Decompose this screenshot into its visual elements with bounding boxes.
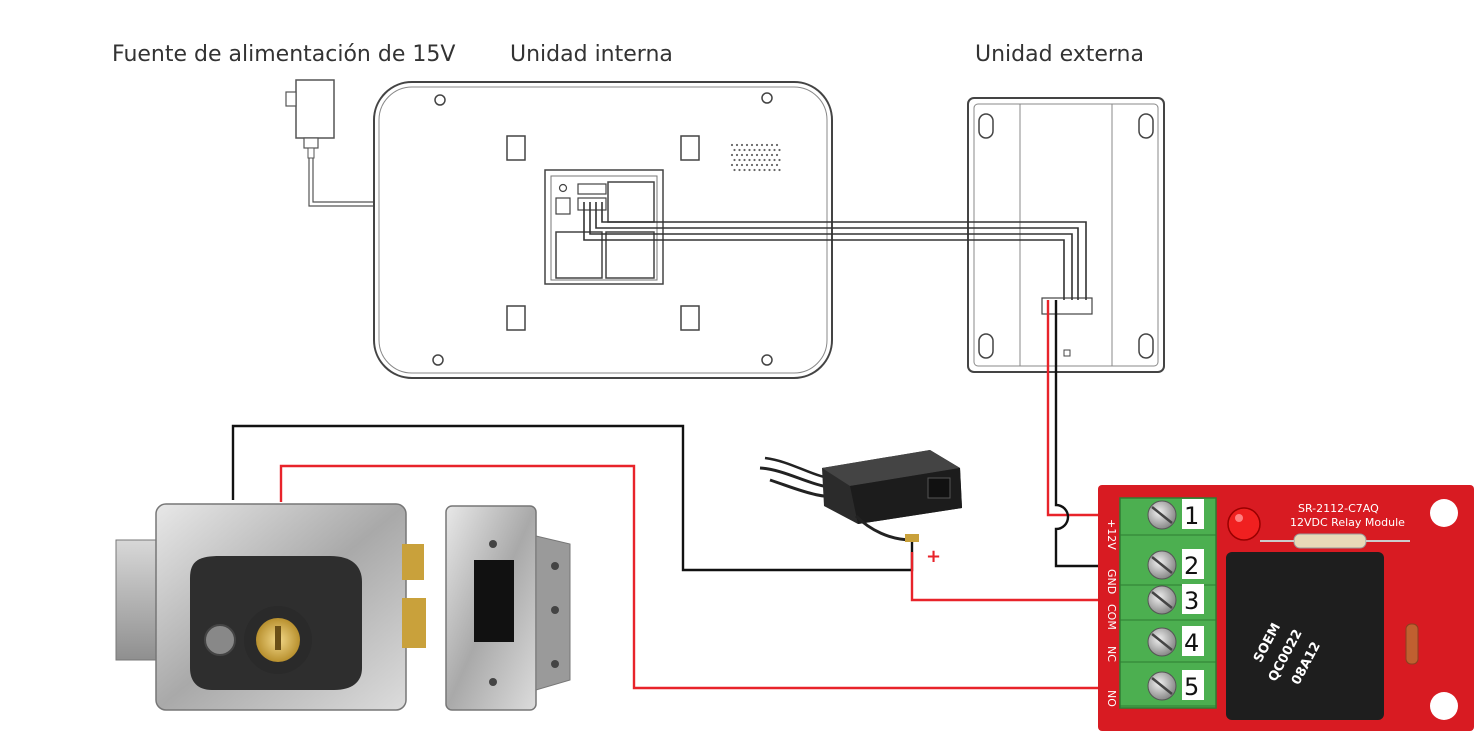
terminal-pin-label: NC bbox=[1105, 646, 1118, 662]
power-adapter bbox=[759, 450, 962, 542]
terminal-number: 1 bbox=[1184, 502, 1199, 530]
terminal-3: COM 3 bbox=[1105, 584, 1216, 630]
internal-unit-label: Unidad interna bbox=[510, 42, 673, 67]
terminal-5: NO 5 bbox=[1105, 670, 1216, 707]
relay-module: SR-2112-C7AQ 12VDC Relay Module SOEM QC0… bbox=[1098, 485, 1474, 731]
terminal-2: GND 2 bbox=[1105, 549, 1216, 594]
board-model-label: SR-2112-C7AQ bbox=[1298, 502, 1379, 515]
terminal-pin-label: NO bbox=[1105, 690, 1118, 707]
terminal-number: 5 bbox=[1184, 673, 1199, 701]
terminal-number: 2 bbox=[1184, 552, 1199, 580]
board-desc-label: 12VDC Relay Module bbox=[1290, 516, 1405, 529]
terminal-pin-label: +12V bbox=[1105, 519, 1118, 550]
electric-lock bbox=[115, 503, 426, 711]
terminal-number: 4 bbox=[1184, 629, 1199, 657]
external-unit bbox=[967, 97, 1165, 373]
speaker-grille bbox=[730, 143, 781, 172]
terminal-pin-label: GND bbox=[1105, 569, 1118, 594]
external-unit-label: Unidad externa bbox=[975, 42, 1144, 67]
terminal-pin-label: COM bbox=[1105, 604, 1118, 630]
internal-unit bbox=[373, 81, 833, 379]
strike-plate bbox=[445, 505, 571, 711]
terminal-4: NC 4 bbox=[1105, 626, 1216, 663]
adapter-plus-label: + bbox=[926, 546, 941, 567]
terminal-number: 3 bbox=[1184, 587, 1199, 615]
power-supply-label: Fuente de alimentación de 15V bbox=[112, 42, 456, 67]
small-power-supply bbox=[285, 79, 335, 159]
intercom-cable bbox=[583, 202, 1087, 300]
terminal-1: +12V 1 bbox=[1105, 499, 1216, 550]
